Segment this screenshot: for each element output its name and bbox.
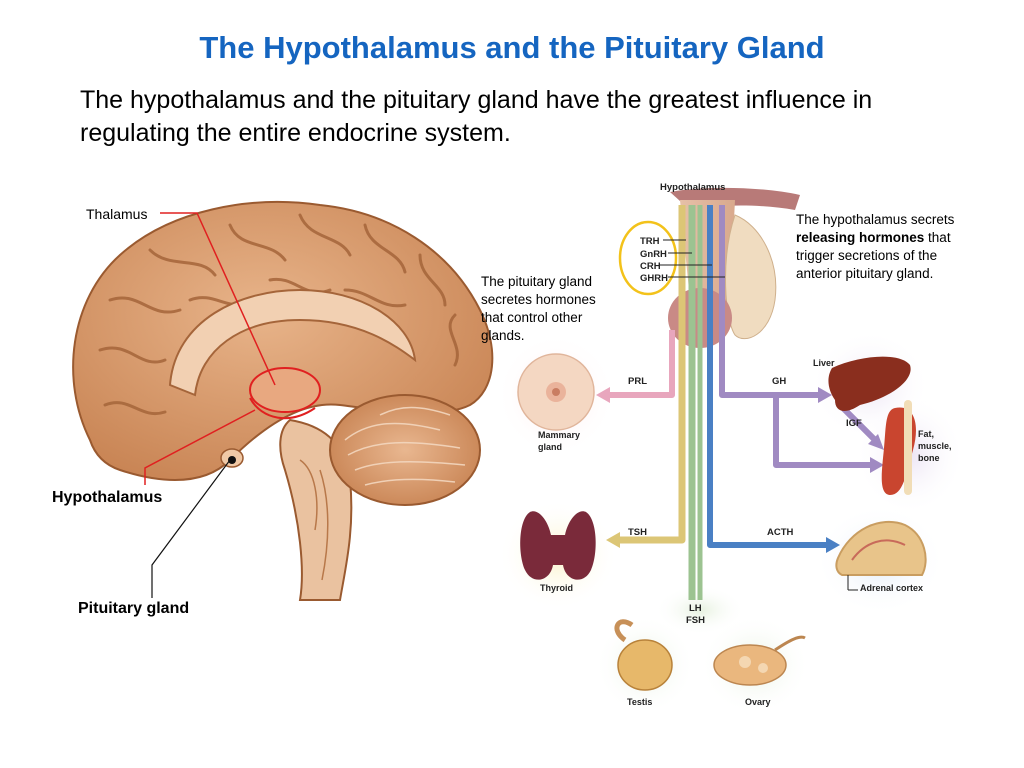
adrenal-cortex: [835, 520, 927, 576]
target-liver: Liver: [813, 358, 835, 368]
target-adrenal: Adrenal cortex: [860, 583, 923, 593]
rh-gnrh: GnRH: [640, 249, 667, 260]
thyroid: [520, 511, 596, 580]
igf-arrow: [773, 395, 872, 468]
hypothalamus-note-start: The hypothalamus secrets: [796, 212, 955, 227]
target-mammary-2: gland: [538, 442, 562, 452]
thalamus-label: Thalamus: [86, 206, 148, 222]
thalamus-pointer: [160, 212, 276, 386]
rh-crh: CRH: [640, 261, 661, 272]
target-thyroid: Thyroid: [540, 583, 573, 593]
hypothalamus-diagram-label: Hypothalamus: [660, 182, 725, 193]
rh-ghrh: GHRH: [640, 273, 668, 284]
hypothalamus-region: [249, 397, 316, 420]
target-mammary-1: Mammary: [538, 430, 580, 440]
pituitary-note: The pituitary gland secretes hormones th…: [481, 274, 596, 343]
hypothalamus-note: The hypothalamus secrets releasing hormo…: [796, 211, 986, 283]
cerebellum: [329, 394, 481, 506]
page-title: The Hypothalamus and the Pituitary Gland: [199, 30, 825, 65]
liver: [828, 356, 911, 412]
testis: [617, 639, 673, 691]
hypothalamus-note-bold: releasing hormones: [796, 230, 925, 245]
rh-trh: TRH: [640, 236, 660, 247]
hormone-tsh: TSH: [628, 527, 647, 538]
pituitary-label: Pituitary gland: [78, 600, 190, 617]
intro-text: The hypothalamus and the pituitary gland…: [80, 86, 873, 147]
hormone-fsh: FSH: [686, 615, 705, 626]
pituitary-pointer: [151, 459, 231, 598]
target-ovary: Ovary: [745, 697, 771, 707]
hypothalamus-note-end: that trigger secretions of the anterior …: [796, 230, 951, 281]
target-fat-2: muscle,: [918, 441, 952, 451]
cerebellum-folia: [344, 406, 466, 486]
prl-arrow: [608, 330, 675, 398]
hormone-prl: PRL: [628, 376, 647, 387]
thalamus-region: [249, 367, 321, 413]
target-testis: Testis: [627, 697, 652, 707]
corpus-callosum: [168, 288, 417, 397]
hormone-lh: LH: [689, 603, 702, 614]
releasing-hormones-circle: [618, 220, 678, 296]
hormone-igf: IGF: [846, 418, 862, 429]
pituitary-dot: [228, 456, 236, 464]
hormone-acth: ACTH: [767, 527, 794, 538]
hypothalamus-pointer: [144, 409, 256, 485]
target-fat-1: Fat,: [918, 429, 934, 439]
gh-arrow: [719, 205, 820, 398]
hypothalamus-label: Hypothalamus: [52, 489, 163, 506]
tsh-arrow: [618, 205, 686, 544]
hormone-gh: GH: [772, 376, 786, 387]
acth-arrow: [707, 205, 828, 548]
target-fat-3: bone: [918, 453, 940, 463]
gyri-folds: [98, 213, 459, 416]
posterior-lobe: [725, 214, 777, 340]
